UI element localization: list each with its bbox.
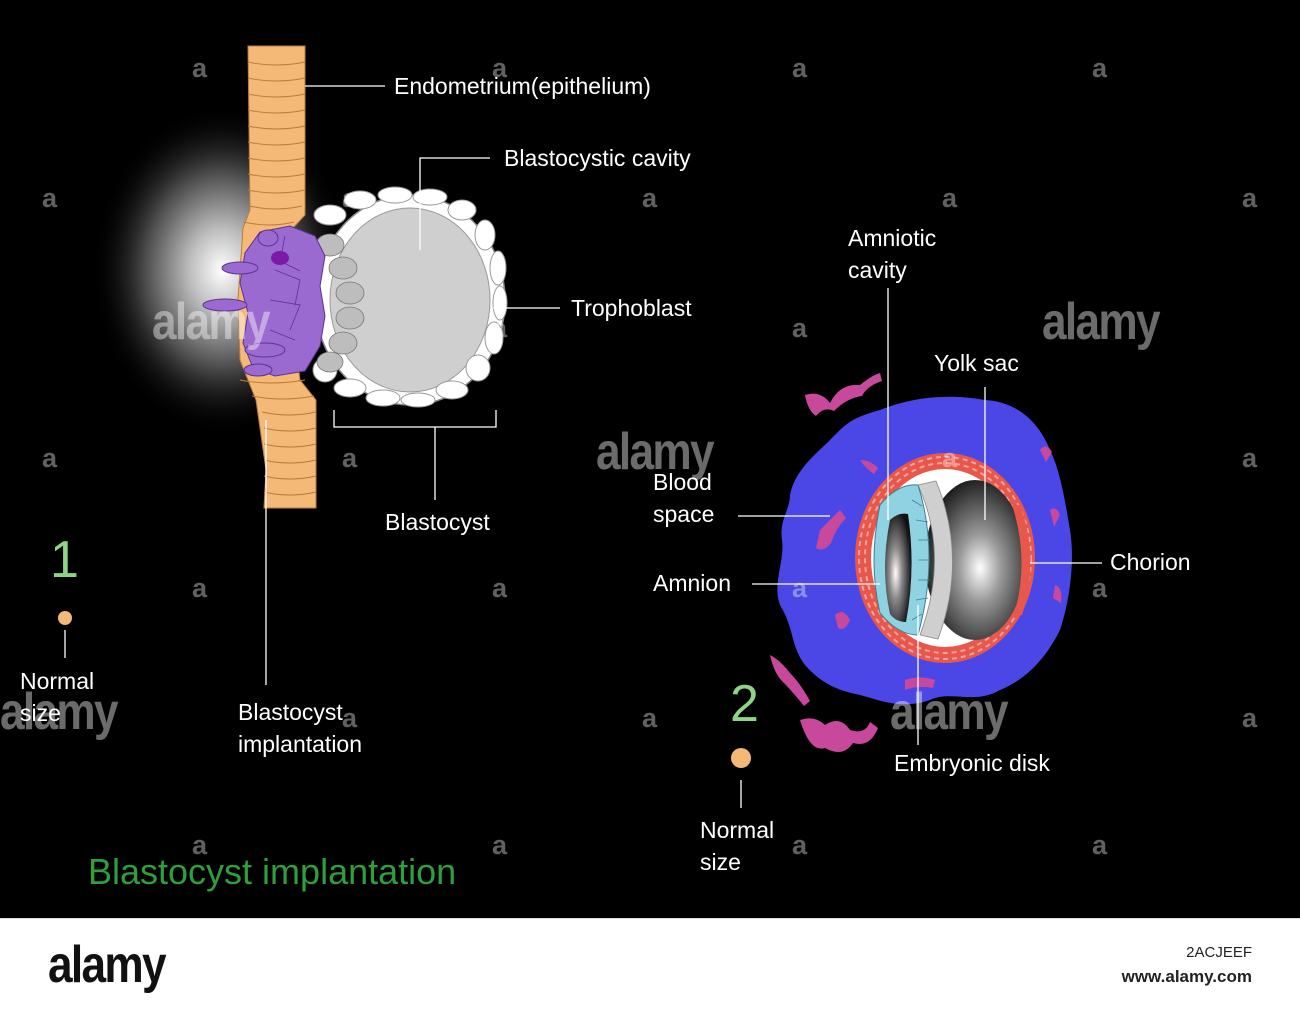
label-chorion: Chorion bbox=[1110, 549, 1191, 575]
watermark-a: a bbox=[42, 183, 58, 213]
leader-lines-stage2 bbox=[738, 288, 1102, 808]
label-line: Amniotic bbox=[848, 225, 937, 251]
watermark-a: a bbox=[492, 830, 508, 860]
watermark-a: a bbox=[192, 830, 208, 860]
label-endometrium: Endometrium(epithelium) bbox=[394, 73, 651, 99]
watermark-a: a bbox=[192, 573, 208, 603]
watermark-a: a bbox=[492, 313, 508, 343]
watermark-a: a bbox=[792, 313, 808, 343]
watermark-a: a bbox=[1092, 53, 1108, 83]
label-line: Blood bbox=[653, 469, 712, 495]
label-line: Blastocyst bbox=[238, 699, 343, 725]
watermark-a: a bbox=[1242, 443, 1258, 473]
diagram-canvas: a a a a a a a a a a a a a a a a a a a a … bbox=[0, 45, 1258, 892]
watermark-alamy: alamy bbox=[890, 683, 1009, 741]
watermark-a: a bbox=[1242, 703, 1258, 733]
watermark-a: a bbox=[342, 183, 358, 213]
watermark-a: a bbox=[642, 703, 658, 733]
watermark-a: a bbox=[792, 53, 808, 83]
watermark-a: a bbox=[792, 830, 808, 860]
label-blood-space: Blood space bbox=[653, 466, 714, 530]
alamy-logo: alamy bbox=[48, 936, 167, 994]
blastocyst-stage1 bbox=[202, 186, 508, 408]
label-line: cavity bbox=[848, 257, 907, 283]
watermark-alamy: alamy bbox=[152, 293, 271, 351]
image-id: 2ACJEEF bbox=[1186, 944, 1252, 961]
label-embryonic-disk: Embryonic disk bbox=[894, 750, 1050, 776]
watermark-a: a bbox=[1092, 573, 1108, 603]
diagram-title: Blastocyst implantation bbox=[88, 851, 457, 892]
watermark-a: a bbox=[792, 573, 808, 603]
normal-size-dot-1 bbox=[58, 611, 72, 625]
stage-number-1: 1 bbox=[50, 531, 79, 589]
label-trophoblast: Trophoblast bbox=[571, 295, 692, 321]
blastocyst-implantation-diagram bbox=[58, 45, 1102, 808]
watermark-a: a bbox=[192, 53, 208, 83]
watermark-a: a bbox=[342, 703, 358, 733]
label-line: Normal bbox=[20, 668, 95, 694]
implanted-embryo-stage2 bbox=[770, 373, 1072, 752]
label-blastocystic-cavity: Blastocystic cavity bbox=[504, 145, 691, 171]
label-amniotic-cavity: Amniotic cavity bbox=[848, 222, 936, 286]
label-yolk-sac: Yolk sac bbox=[934, 350, 1019, 376]
label-blastocyst: Blastocyst bbox=[385, 509, 490, 535]
watermark-a: a bbox=[42, 443, 58, 473]
site-url: www.alamy.com bbox=[1121, 967, 1252, 986]
label-line: implantation bbox=[238, 731, 363, 757]
label-line: size bbox=[20, 700, 61, 726]
label-line: size bbox=[700, 849, 741, 875]
label-normal-size-2: Normal size bbox=[700, 814, 774, 878]
watermark-a: a bbox=[492, 573, 508, 603]
stage-number-2: 2 bbox=[730, 675, 759, 733]
leader-lines-stage1 bbox=[64, 85, 560, 685]
watermark-a: a bbox=[1242, 183, 1258, 213]
watermark-a: a bbox=[1092, 830, 1108, 860]
watermark-alamy: alamy bbox=[0, 683, 119, 741]
watermark-a: a bbox=[942, 443, 958, 473]
watermark-a: a bbox=[342, 443, 358, 473]
normal-size-dot-2 bbox=[731, 748, 751, 768]
label-line: space bbox=[653, 501, 715, 527]
label-normal-size-1: Normal size bbox=[20, 665, 94, 729]
label-blastocyst-implantation: Blastocyst implantation bbox=[238, 696, 362, 760]
watermark-a: a bbox=[642, 183, 658, 213]
label-line: Normal bbox=[700, 817, 775, 843]
watermark-alamy: alamy bbox=[1042, 293, 1161, 351]
watermark-alamy: alamy bbox=[596, 423, 715, 481]
watermark-a: a bbox=[942, 183, 958, 213]
stock-footer: alamy 2ACJEEF www.alamy.com bbox=[0, 918, 1300, 1010]
label-amnion: Amnion bbox=[653, 570, 731, 596]
watermark-a: a bbox=[492, 53, 508, 83]
